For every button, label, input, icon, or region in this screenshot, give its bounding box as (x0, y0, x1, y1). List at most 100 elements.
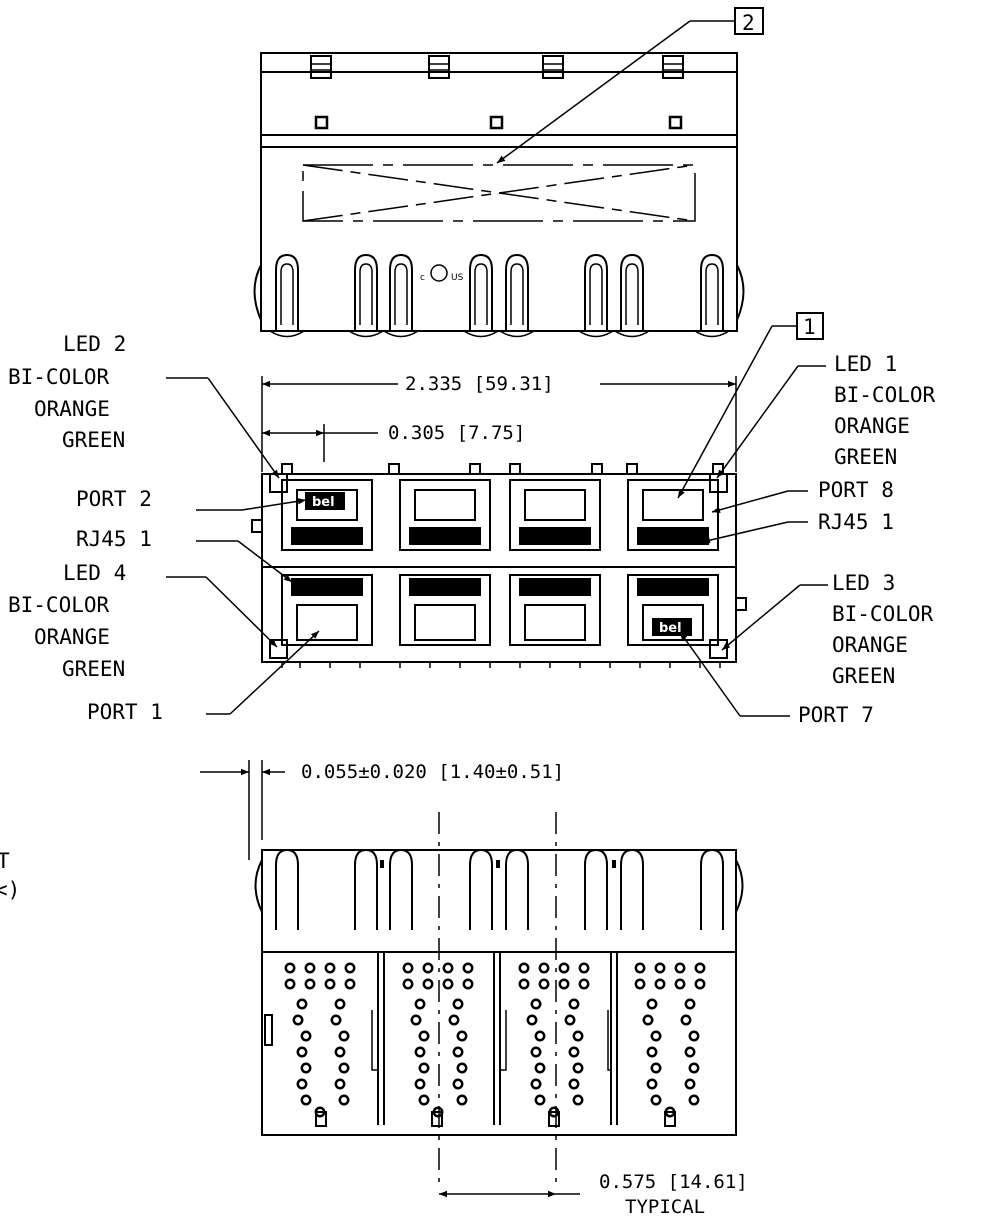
pin-hole (572, 1062, 584, 1074)
pin-hole (564, 1014, 576, 1026)
pin-hole (414, 1078, 426, 1090)
pin-hole (684, 1078, 696, 1090)
dimension-overall-width: 2.335 [59.31] (261, 373, 737, 472)
svg-text:BI-COLOR: BI-COLOR (8, 365, 110, 389)
pin-hole (680, 1014, 692, 1026)
svg-text:PORT 8: PORT 8 (818, 478, 894, 502)
pin-hole (410, 1014, 422, 1026)
pin-hole (538, 962, 550, 974)
partial-left-label: T <) (0, 849, 20, 902)
label-rj45-right: RJ45 1 (701, 510, 894, 544)
pin-hole (684, 1046, 696, 1058)
svg-text:LED 4: LED 4 (63, 561, 126, 585)
pin-hole (578, 962, 590, 974)
ul-mark: c US (420, 264, 464, 283)
pin-hole (452, 1046, 464, 1058)
pin-hole (650, 1094, 662, 1106)
ul-mark-text: US (451, 273, 464, 283)
svg-text:PORT 2: PORT 2 (76, 487, 152, 511)
svg-text:BI-COLOR: BI-COLOR (834, 383, 936, 407)
overall-width-text: 2.335 [59.31] (405, 373, 554, 395)
svg-text:LED 1: LED 1 (834, 352, 897, 376)
pin-hole (572, 1030, 584, 1042)
light-pipes-top (275, 253, 724, 331)
pin-hole (688, 1094, 700, 1106)
label-led-2: LED 2 BI-COLOR ORANGE GREEN (8, 332, 280, 479)
pin-hole (414, 1046, 426, 1058)
pin-hole (334, 1078, 346, 1090)
svg-text:ORANGE: ORANGE (34, 397, 110, 421)
pin-hole (674, 962, 686, 974)
svg-text:ORANGE: ORANGE (34, 625, 110, 649)
svg-text:<): <) (0, 878, 20, 902)
upper-jacks: bel (281, 479, 719, 551)
pin-hole (338, 1062, 350, 1074)
pin-hole (448, 1014, 460, 1026)
pin-hole (530, 1046, 542, 1058)
svg-text:RJ45 1: RJ45 1 (76, 527, 152, 551)
pin-hole (304, 962, 316, 974)
pin-hole (418, 1030, 430, 1042)
pin-hole (650, 1030, 662, 1042)
pin-hole (568, 1078, 580, 1090)
pin-hole (558, 962, 570, 974)
svg-text:BI-COLOR: BI-COLOR (832, 602, 934, 626)
pin-hole (452, 1078, 464, 1090)
label-port-2: PORT 2 (76, 487, 307, 511)
pin-hole (674, 978, 686, 990)
standoff-text: 0.055±0.020 [1.40±0.51] (301, 761, 564, 783)
top-view: c US (253, 52, 745, 338)
port-offset-text: 0.305 [7.75] (388, 422, 525, 444)
pitch-note-text: TYPICAL (625, 1196, 705, 1218)
pin-hole (284, 978, 296, 990)
svg-text:PORT 1: PORT 1 (87, 700, 163, 724)
pin-hole (634, 978, 646, 990)
pin-hole (442, 962, 454, 974)
pin-hole (530, 998, 542, 1010)
pin-hole (462, 962, 474, 974)
pin-hole (650, 1062, 662, 1074)
pin-hole (654, 978, 666, 990)
pin-hole (292, 1014, 304, 1026)
pin-hole (526, 1014, 538, 1026)
svg-text:GREEN: GREEN (834, 445, 897, 469)
top-tabs (310, 55, 684, 79)
svg-text:PORT 7: PORT 7 (798, 703, 874, 727)
svg-text:ORANGE: ORANGE (832, 633, 908, 657)
pin-hole (568, 1046, 580, 1058)
svg-text:LED 2: LED 2 (63, 332, 126, 356)
lower-jacks: bel (281, 574, 719, 646)
pin-hole (344, 962, 356, 974)
pin-hole (330, 1014, 342, 1026)
pin-hole (456, 1030, 468, 1042)
pin-hole (442, 978, 454, 990)
svg-text:GREEN: GREEN (62, 428, 125, 452)
svg-text:BI-COLOR: BI-COLOR (8, 593, 110, 617)
pin-hole (414, 998, 426, 1010)
pin-hole (558, 978, 570, 990)
pin-hole (578, 978, 590, 990)
pin-hole (324, 962, 336, 974)
pin-hole (534, 1094, 546, 1106)
label-led-4: LED 4 BI-COLOR ORANGE GREEN (8, 561, 278, 681)
pin-hole (684, 998, 696, 1010)
dimension-port-offset: 0.305 [7.75] (262, 422, 525, 462)
pin-hole (422, 962, 434, 974)
callout-2: 2 (496, 7, 764, 164)
pin-hole (572, 1094, 584, 1106)
pin-hole (344, 978, 356, 990)
pin-hole (646, 998, 658, 1010)
label-led-1: LED 1 BI-COLOR ORANGE GREEN (716, 352, 936, 479)
dimension-pitch: 0.575 [14.61] TYPICAL (439, 1171, 748, 1218)
svg-text:LED 3: LED 3 (832, 571, 895, 595)
pin-hole (284, 962, 296, 974)
pin-hole (296, 1078, 308, 1090)
pin-holes (284, 962, 706, 1118)
bel-logo-lower: bel (659, 621, 682, 636)
pin-hole (634, 962, 646, 974)
pin-hole (538, 978, 550, 990)
pin-hole (646, 1078, 658, 1090)
svg-text:T: T (0, 849, 10, 873)
pin-hole (646, 1046, 658, 1058)
